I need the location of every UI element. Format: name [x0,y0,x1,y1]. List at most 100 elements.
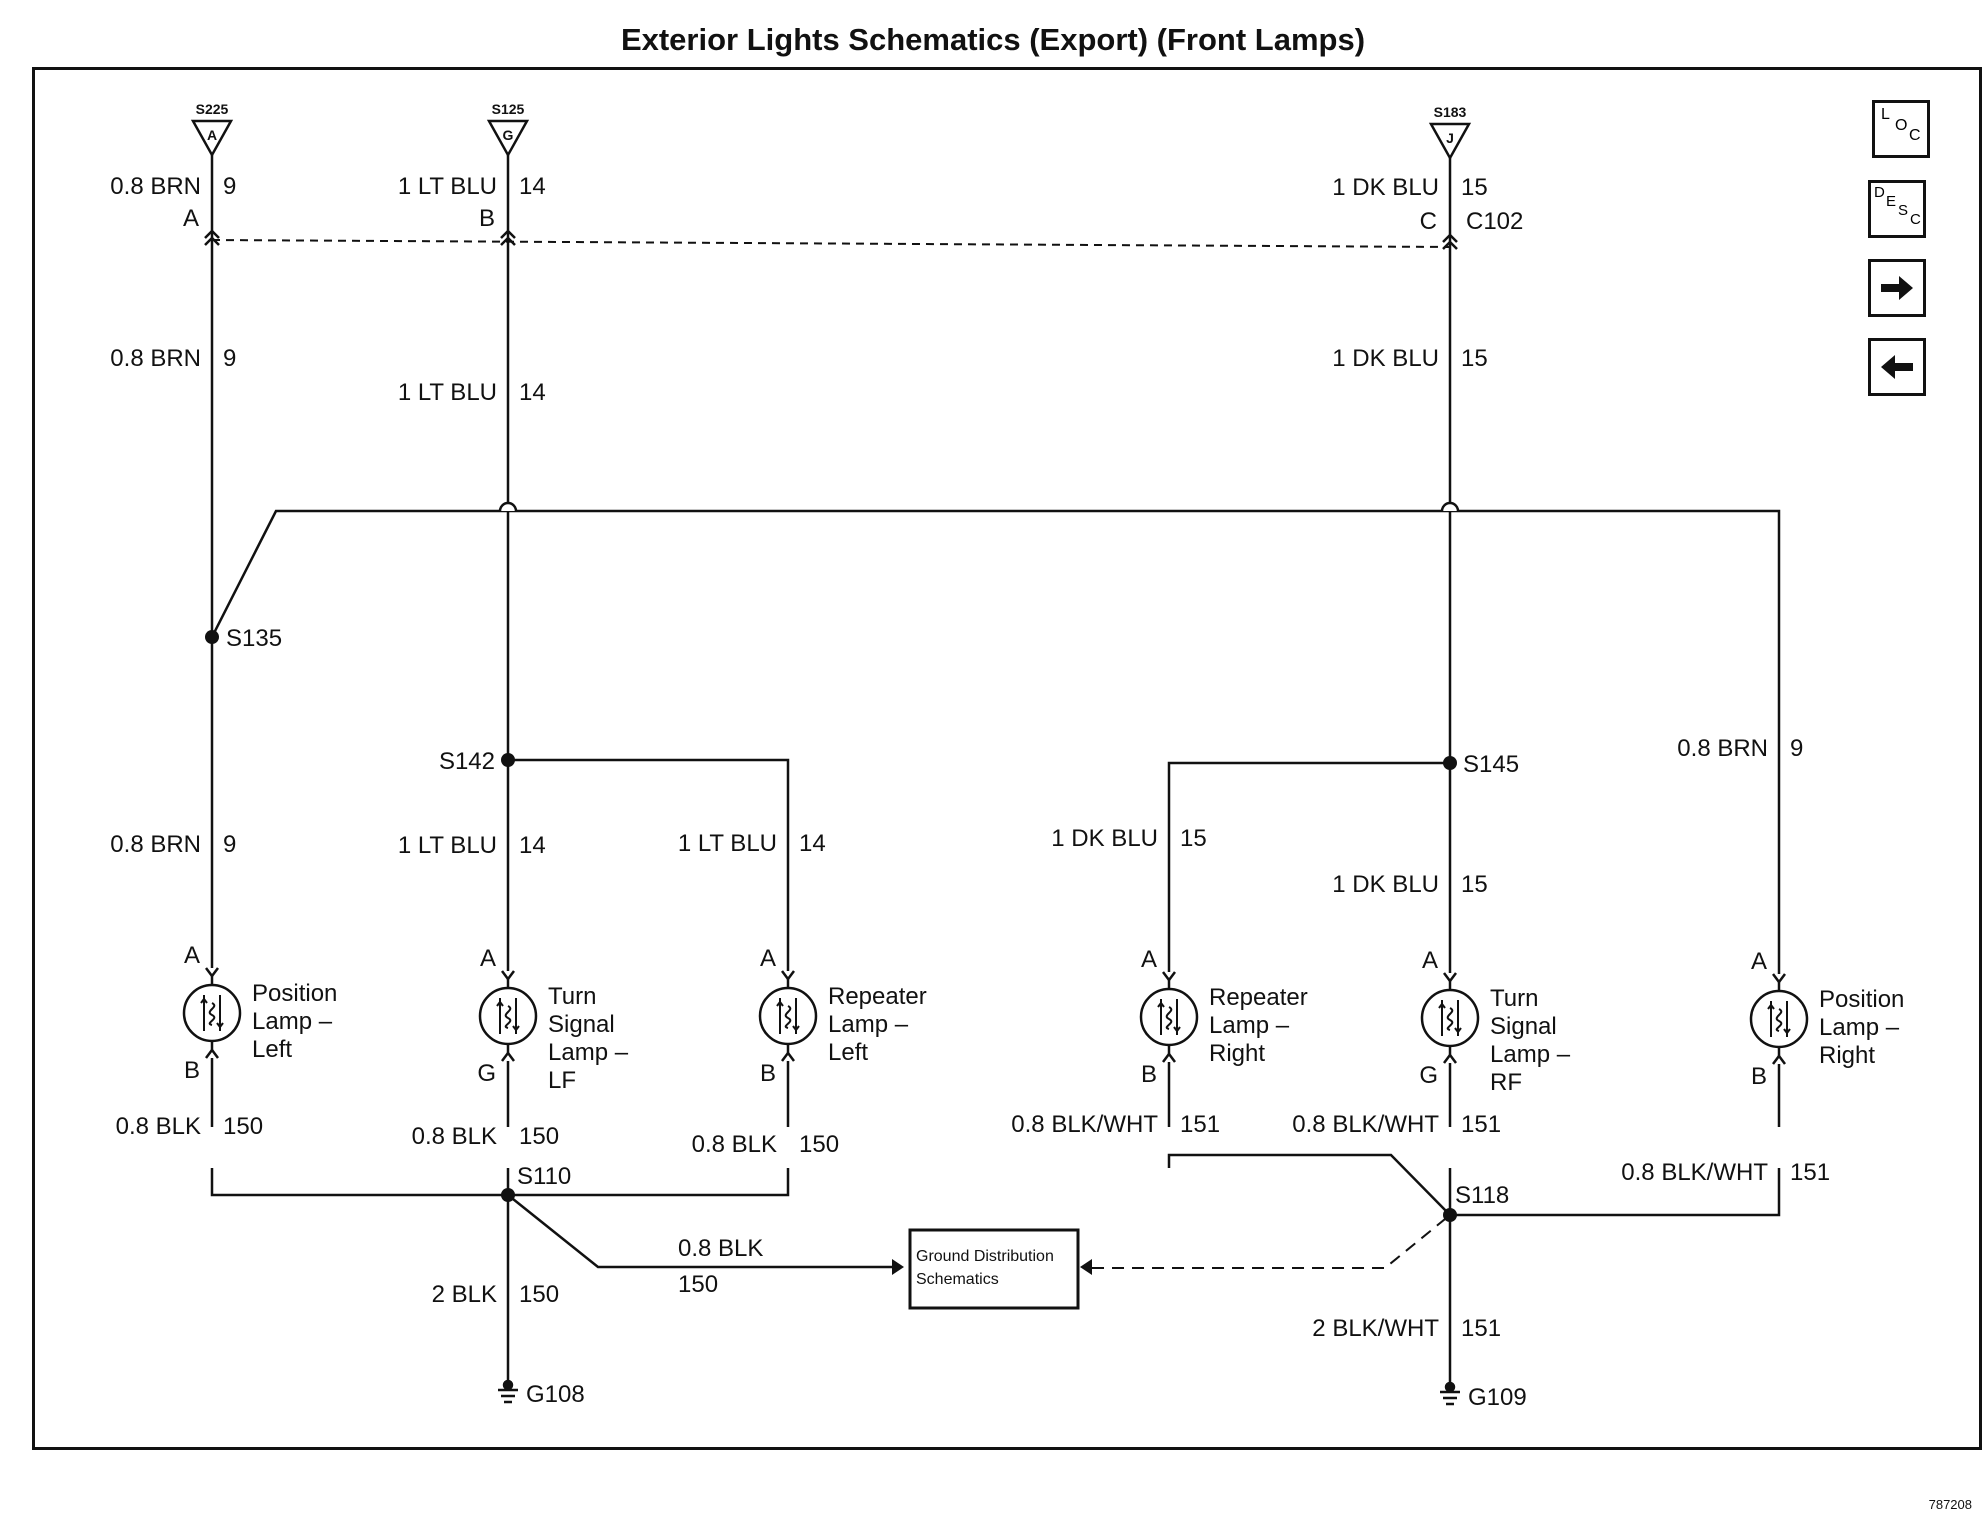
lamp-label-line: Repeater [1209,984,1308,1011]
wire-circuit: 150 [519,1123,559,1150]
desc-letter-c: C [1910,211,1921,228]
wire-circuit: 9 [223,831,236,858]
wire-circuit: 9 [223,173,236,200]
lamp-label-line: Left [252,1036,292,1063]
lamp-label-line: LF [548,1067,576,1094]
wire-label: 0.8 BRN [110,173,201,200]
ground-distribution-line2: Schematics [916,1271,999,1288]
wire-circuit: 150 [678,1271,718,1298]
lamp-pin-bottom: B [184,1057,200,1084]
c102-pin-c: C [1420,208,1437,235]
splice-s110-label: S110 [517,1163,571,1190]
lamp-pin-bottom: G [1419,1062,1438,1089]
diagram-frame [32,67,1982,1450]
lamp-pin-bottom: G [477,1060,496,1087]
wire-circuit: 151 [1461,1111,1501,1138]
arrow-left-marker [892,1259,904,1275]
wire-150-bus [210,1168,790,1197]
lamp-label-line: Lamp – [1209,1012,1290,1039]
figure-number: 787208 [1928,1497,1972,1512]
lamp-label-line: Lamp – [1490,1041,1571,1068]
wire-label: 2 BLK/WHT [1312,1315,1439,1342]
lamp-label-line: Right [1209,1040,1265,1067]
wire-label: 1 DK BLU [1332,871,1439,898]
bulb-icon [182,983,242,1043]
wire-circuit: 9 [1790,735,1803,762]
wire-circuit: 14 [519,379,546,406]
splice-s183-name: S183 [1434,104,1467,120]
wire-hops [498,501,1460,512]
ground-g109-symbol [1440,1381,1460,1406]
desc-button[interactable]: D E S C [1868,180,1926,238]
splice-s125-triangle [486,119,530,158]
wire-label: 2 BLK [432,1281,497,1308]
loc-button[interactable]: L O C [1872,100,1930,158]
wire-label: 0.8 BLK [116,1113,201,1140]
wire-label: 1 DK BLU [1332,174,1439,201]
bulb-icon [758,986,818,1046]
loc-letter-l: L [1881,106,1890,123]
lamp-label-line: Turn [548,983,596,1010]
lamp-label-line: Turn [1490,985,1538,1012]
wire-label: 0.8 BLK/WHT [1621,1159,1768,1186]
ground-distribution-box[interactable]: Ground Distribution Schematics [908,1228,1080,1310]
lamp-label-line: Signal [1490,1013,1557,1040]
previous-page-button[interactable] [1868,338,1926,396]
c102-pin-a: A [183,205,199,232]
arrow-right-icon [1881,276,1913,300]
wire-9-crossover [210,509,1781,1127]
lamp-pin-top: A [1141,946,1157,973]
wire-circuit: 15 [1461,871,1488,898]
lamp-pin-top: A [1751,948,1767,975]
wire-label: 0.8 BRN [110,831,201,858]
wire-circuit: 14 [799,830,826,857]
splice-s225-name: S225 [196,101,229,117]
lamp-pin-top: A [760,945,776,972]
wire-label: 1 LT BLU [398,379,497,406]
wire-label: 1 LT BLU [678,830,777,857]
splice-s135-label: S135 [226,625,282,652]
ground-g108-label: G108 [526,1381,585,1408]
wire-151-rep [1167,1153,1451,1216]
lamp-pin-top: A [480,945,496,972]
splice-s142-dot [501,753,515,767]
lamp-pin-bottom: B [760,1060,776,1087]
wire-circuit: 151 [1180,1111,1220,1138]
wire-circuit: 151 [1461,1315,1501,1342]
wire-151-pos [1450,1168,1781,1217]
wire-label: 0.8 BLK/WHT [1292,1111,1439,1138]
lamp-label-line: Lamp – [1819,1014,1900,1041]
lamp-label-line: Lamp – [548,1039,629,1066]
connector-c102-name: C102 [1466,208,1523,235]
wire-label: 0.8 BLK/WHT [1011,1111,1158,1138]
splice-s125-pin: G [503,127,514,143]
wire-label: 0.8 BLK [412,1123,497,1150]
wire-circuit: 150 [519,1281,559,1308]
loc-letter-c: C [1909,127,1921,144]
wire-circuit: 9 [223,345,236,372]
splice-s145-dot [1443,756,1457,770]
lamp-pin-top: A [1422,947,1438,974]
next-page-button[interactable] [1868,259,1926,317]
wire-circuit: 151 [1790,1159,1830,1186]
splice-s145-label: S145 [1463,751,1519,778]
c102-chevrons [204,229,1458,250]
lamp-pin-bottom: B [1141,1061,1157,1088]
wire-circuit: 150 [223,1113,263,1140]
wire-15-branch [1167,761,1450,1127]
desc-letter-s: S [1898,202,1909,219]
wire-circuit: 15 [1180,825,1207,852]
arrow-right-marker [1080,1259,1092,1275]
bulb-icon [478,986,538,1046]
wire-label: 1 LT BLU [398,173,497,200]
wire-label: 0.8 BLK [678,1235,763,1262]
splice-s118-dot [1443,1208,1457,1222]
splice-s225-pin: A [207,127,217,143]
